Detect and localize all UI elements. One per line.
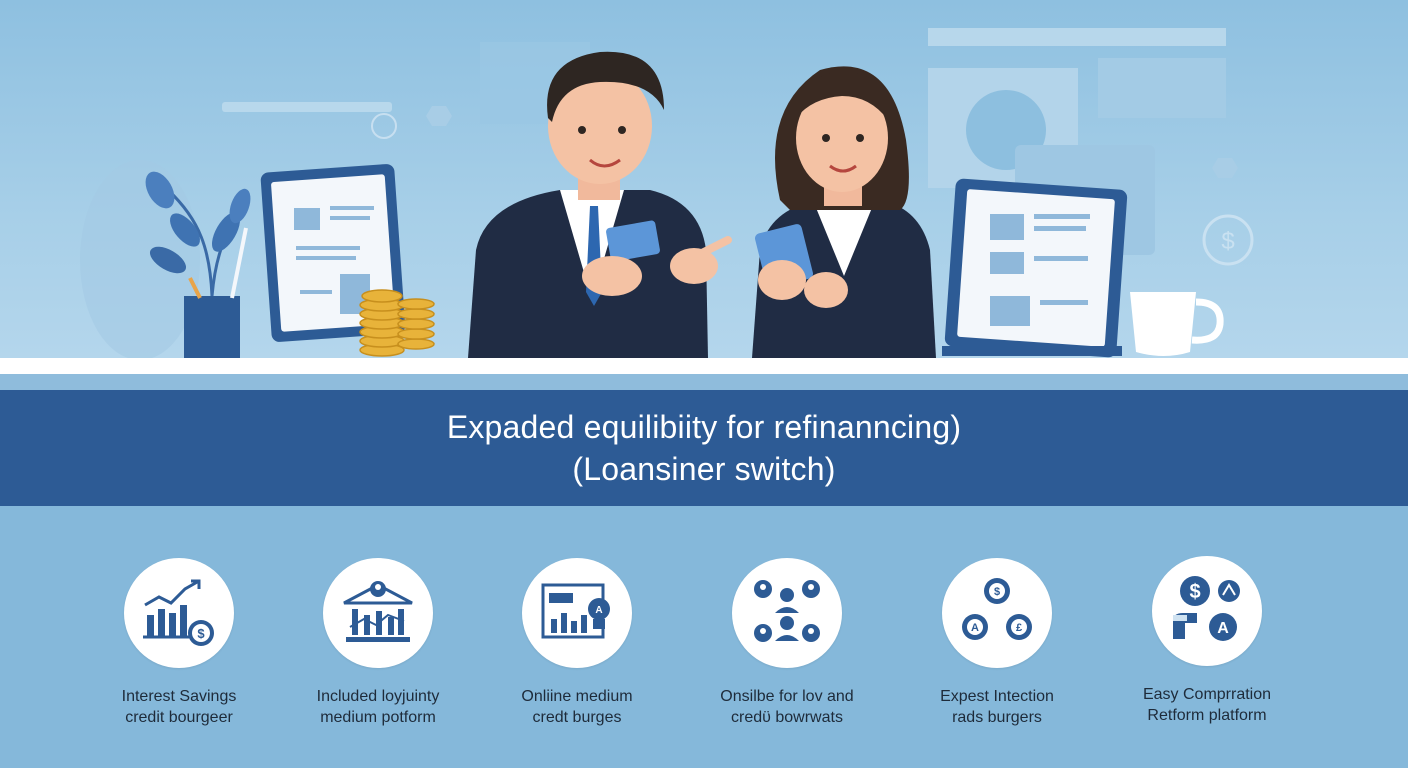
banner-title: Expaded equilibiity for refinanncing) bbox=[446, 409, 962, 445]
feature-icon-circle bbox=[732, 558, 842, 668]
illustration-scene: $ bbox=[0, 0, 1408, 360]
svg-text:A: A bbox=[971, 622, 979, 634]
feature-label: Onsilbe for lov and credϋ bowrwats bbox=[682, 686, 892, 728]
background-panel bbox=[1098, 58, 1226, 118]
feature-label-line1: Onliine medium bbox=[521, 688, 633, 705]
feature-item: Onsilbe for lov and credϋ bowrwats bbox=[682, 558, 892, 728]
svg-text:A: A bbox=[595, 605, 602, 616]
svg-text:$: $ bbox=[994, 586, 1000, 598]
feature-label-line1: Easy Comprration bbox=[1142, 686, 1272, 703]
desk-edge bbox=[0, 358, 1408, 374]
online-dashboard-chart-icon: A bbox=[541, 583, 610, 639]
title-banner: Expaded equilibiity for refinanncing) (L… bbox=[0, 390, 1408, 506]
svg-text:A: A bbox=[1217, 620, 1229, 637]
gears-currency-icon: $ A £ bbox=[962, 578, 1032, 640]
bank-building-chart-icon bbox=[343, 581, 413, 642]
feature-label-line1: Expest Intection bbox=[940, 688, 1054, 705]
phone-icon bbox=[606, 220, 660, 262]
office-illustration: $ bbox=[80, 28, 1254, 360]
feature-item: A Onliine medium credt burges bbox=[472, 558, 682, 728]
feature-label-line2: Retform platform bbox=[1147, 707, 1267, 724]
svg-text:$: $ bbox=[197, 626, 205, 641]
feature-label-line1: Included loyjuinty bbox=[316, 688, 440, 705]
feature-label: Interest Savings credit bourgeer bbox=[74, 686, 284, 728]
feature-label-line2: credt burges bbox=[532, 709, 622, 726]
background-bar bbox=[222, 102, 392, 112]
hexagon-icon bbox=[426, 106, 452, 126]
businesswoman bbox=[752, 66, 936, 358]
banner-subtitle: (Loansiner switch) bbox=[572, 451, 836, 487]
feature-label: Easy Comprration Retform platform bbox=[1102, 684, 1312, 726]
background-panel bbox=[928, 28, 1226, 46]
plant-pot bbox=[184, 296, 240, 358]
feature-label-line2: credit bourgeer bbox=[125, 709, 233, 726]
feature-icon-circle: $ bbox=[124, 558, 234, 668]
feature-label-line2: credϋ bowrwats bbox=[731, 709, 843, 726]
feature-label: Included loyjuinty medium potform bbox=[273, 686, 483, 728]
coffee-cup bbox=[1130, 292, 1224, 356]
desk-shadow bbox=[0, 374, 1408, 390]
dollar-coin-icon bbox=[1202, 214, 1254, 266]
feature-label-line1: Onsilbe for lov and bbox=[720, 688, 854, 705]
hexagon-icon bbox=[1212, 158, 1238, 178]
feature-icon-circle: $ A £ bbox=[942, 558, 1052, 668]
currency-comparison-icon: $ A bbox=[1173, 576, 1240, 641]
feature-label: Expest Intection rads burgers bbox=[892, 686, 1102, 728]
feature-icon-circle: $ A bbox=[1152, 556, 1262, 666]
feature-label-line2: rads burgers bbox=[952, 709, 1042, 726]
feature-label-line1: Interest Savings bbox=[121, 688, 237, 705]
feature-item: $ A £ Expest Intection rads burgers bbox=[892, 558, 1102, 728]
feature-item: $ A Easy Comprration Retform platform bbox=[1102, 556, 1312, 726]
users-network-icon bbox=[754, 580, 820, 642]
svg-text:$: $ bbox=[1221, 228, 1234, 255]
svg-text:£: £ bbox=[1016, 622, 1022, 634]
feature-icon-circle: A bbox=[522, 558, 632, 668]
feature-item: Included loyjuinty medium potform bbox=[273, 558, 483, 728]
feature-label-line2: medium potform bbox=[320, 709, 436, 726]
coin-stack bbox=[359, 289, 435, 357]
dollar-coin-icon bbox=[371, 113, 397, 139]
businessman bbox=[468, 51, 732, 358]
feature-icon-circle bbox=[323, 558, 433, 668]
growth-chart-dollar-gear-icon: $ bbox=[143, 579, 214, 646]
svg-text:$: $ bbox=[1189, 581, 1200, 603]
feature-label: Onliine medium credt burges bbox=[472, 686, 682, 728]
feature-item: $ Interest Savings credit bourgeer bbox=[74, 558, 284, 728]
